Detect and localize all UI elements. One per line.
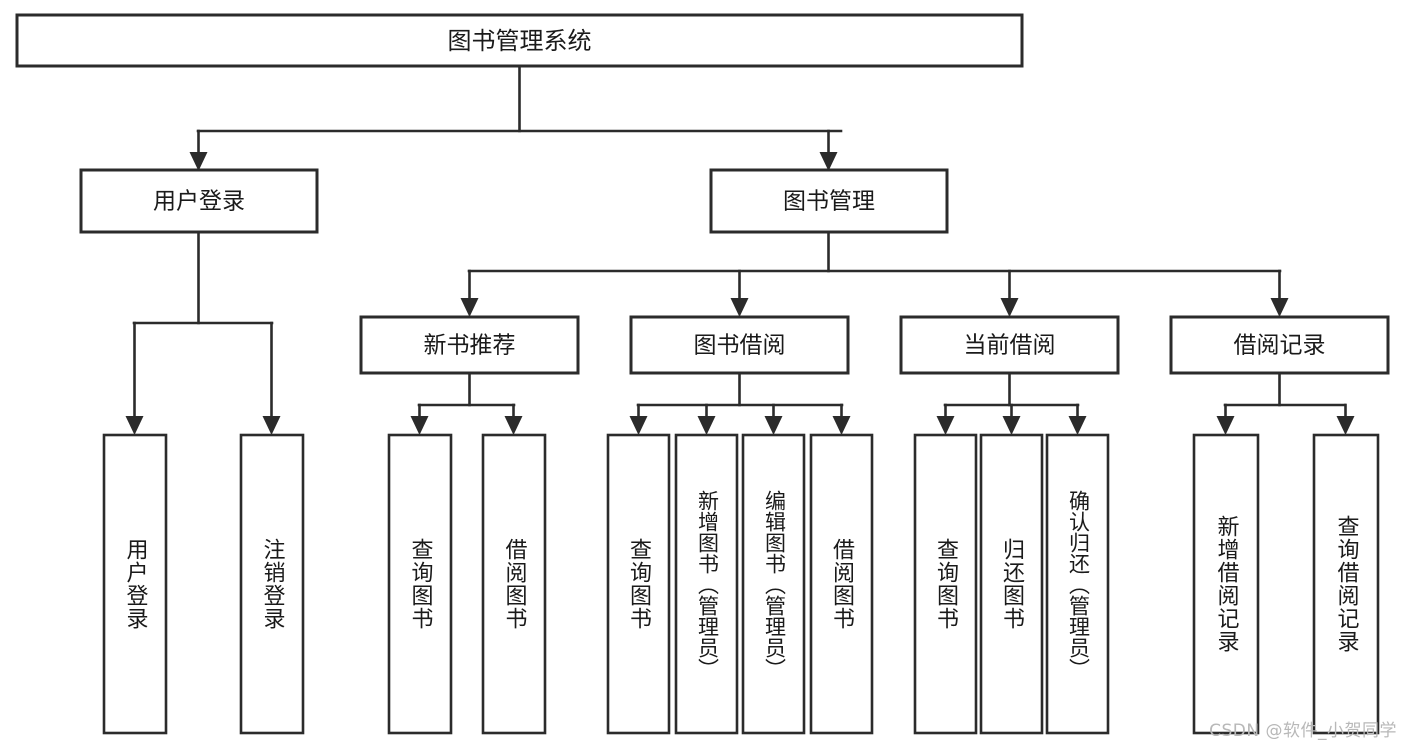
leaf-box-confirm-return[interactable] xyxy=(1045,433,1110,735)
arrow-head-current-borrow xyxy=(1000,298,1019,317)
node-book-borrow[interactable]: 图书借阅 xyxy=(629,315,850,375)
node-current-borrow[interactable]: 当前借阅 xyxy=(899,315,1120,375)
node-current-borrow-label: 当前借阅 xyxy=(964,333,1056,359)
connector-group-book-borrow xyxy=(629,371,851,435)
node-root[interactable]: 图书管理系统 xyxy=(15,13,1024,68)
leaf-box-query-book-1[interactable] xyxy=(387,433,453,735)
leaf-box-add-book[interactable] xyxy=(674,433,739,735)
connector-group-borrow-record xyxy=(1216,371,1355,435)
leaf-box-query-book-2[interactable] xyxy=(606,433,671,735)
arrow-head-leaf-query-book-2 xyxy=(629,416,648,435)
node-borrow-record[interactable]: 借阅记录 xyxy=(1169,315,1390,375)
leaf-box-add-record[interactable] xyxy=(1192,433,1260,735)
leaf-box-borrow-book-2[interactable] xyxy=(809,433,874,735)
leaf-box-return-book[interactable] xyxy=(979,433,1044,735)
csdn-watermark: CSDN @软件_小贺同学 xyxy=(1209,721,1397,741)
arrow-head-leaf-add-record xyxy=(1216,416,1235,435)
node-borrow-record-box[interactable] xyxy=(1169,315,1390,375)
node-book-borrow-box[interactable] xyxy=(629,315,850,375)
node-book-manage-label: 图书管理 xyxy=(783,189,875,215)
arrow-head-new-book-recommend xyxy=(460,298,479,317)
arrow-head-leaf-borrow-book-1 xyxy=(504,416,523,435)
node-book-manage-box[interactable] xyxy=(709,168,949,234)
connector-group-new-book-recommend xyxy=(410,371,523,435)
arrow-head-book-borrow xyxy=(730,298,749,317)
arrow-head-leaf-query-book-1 xyxy=(410,416,429,435)
arrow-head-leaf-add-book xyxy=(697,416,716,435)
arrow-head-user-login xyxy=(189,152,208,171)
arrow-head-leaf-borrow-book-2 xyxy=(832,416,851,435)
arrow-head-leaf-user-logout xyxy=(262,416,281,435)
node-borrow-record-label: 借阅记录 xyxy=(1234,333,1326,359)
node-new-book-recommend[interactable]: 新书推荐 xyxy=(359,315,580,375)
node-book-borrow-label: 图书借阅 xyxy=(694,333,786,359)
leaf-box-user-login[interactable] xyxy=(102,433,168,735)
node-user-login-box[interactable] xyxy=(79,168,319,234)
leaf-box-user-logout[interactable] xyxy=(239,433,305,735)
arrow-head-leaf-query-record xyxy=(1336,416,1355,435)
node-root-box[interactable] xyxy=(15,13,1024,68)
node-user-login[interactable]: 用户登录 xyxy=(79,168,319,234)
node-book-manage[interactable]: 图书管理 xyxy=(709,168,949,234)
node-user-login-label: 用户登录 xyxy=(153,189,245,215)
arrow-head-book-manage xyxy=(819,152,838,171)
arrow-head-leaf-return-book xyxy=(1002,416,1021,435)
connector-group-current-borrow xyxy=(936,371,1087,435)
node-new-book-recommend-box[interactable] xyxy=(359,315,580,375)
leaf-box-query-record[interactable] xyxy=(1312,433,1380,735)
leaf-box-query-book-3[interactable] xyxy=(913,433,978,735)
arrow-head-leaf-query-book-3 xyxy=(936,416,955,435)
connector-group-root xyxy=(189,64,843,171)
node-new-book-recommend-label: 新书推荐 xyxy=(424,333,516,359)
leaf-box-edit-book[interactable] xyxy=(741,433,806,735)
leaf-box-borrow-book-1[interactable] xyxy=(481,433,547,735)
connector-group-book-manage xyxy=(460,230,1289,317)
connector-group-user-login xyxy=(125,230,281,435)
node-current-borrow-box[interactable] xyxy=(899,315,1120,375)
arrow-head-leaf-confirm-return xyxy=(1068,416,1087,435)
arrow-head-leaf-user-login xyxy=(125,416,144,435)
arrow-head-borrow-record xyxy=(1270,298,1289,317)
node-root-label: 图书管理系统 xyxy=(448,27,592,55)
arrow-head-leaf-edit-book xyxy=(764,416,783,435)
